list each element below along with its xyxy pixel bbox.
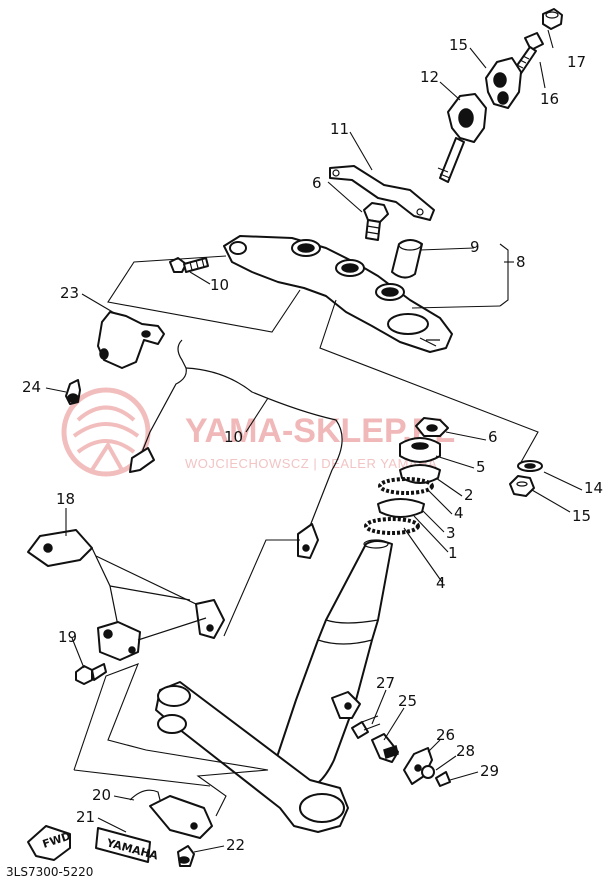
part-21-clip: [129, 789, 161, 801]
callout-13: 12: [420, 68, 439, 86]
callout-4-lower: 4: [436, 574, 446, 592]
watermark-subtitle: WOJCIECHOWSCZ | DEALER YAMAHA: [185, 456, 437, 471]
callout-23: 22: [226, 836, 245, 854]
part-7-bolt: [363, 202, 389, 241]
callout-16: 15: [449, 36, 468, 54]
callout-21: 20: [92, 786, 111, 804]
callout-4-upper: 4: [454, 504, 464, 522]
callout-numbers: 17 16 15 12 11 6 9 8 10 23 24 10 6 5 14 …: [22, 36, 603, 854]
callout-9: 9: [470, 238, 480, 256]
part-10-bolt: [169, 257, 209, 273]
callout-14: 14: [584, 479, 603, 497]
part-4-bearing-balls-lower: [364, 517, 420, 535]
callout-27: 26: [436, 726, 455, 744]
callout-2: 2: [464, 486, 474, 504]
callout-leaders: [45, 29, 583, 853]
callout-7: 6: [312, 174, 322, 192]
callout-22: 21: [76, 808, 95, 826]
part-27-bracket: [403, 747, 433, 785]
callout-15: 15: [572, 507, 591, 525]
callout-12: 11: [330, 120, 349, 138]
callout-25: 24: [22, 378, 41, 396]
assembly-leaders: [73, 255, 539, 817]
callout-30: 29: [480, 762, 499, 780]
part-8-handle-crown: [223, 235, 453, 353]
callout-11: 10: [224, 428, 243, 446]
part-28-bolt: [351, 715, 381, 739]
part-11-cable: [129, 339, 343, 559]
part-14-washer: [517, 460, 543, 472]
part-12-bracket: [329, 165, 435, 221]
callout-26: 25: [398, 692, 417, 710]
yamaha-tag: YAMAHA: [95, 827, 160, 863]
diagram-code: 3LS7300-5220: [6, 865, 93, 879]
part-5-ring-nut: [399, 437, 441, 463]
part-9-damper: [391, 239, 423, 279]
part-steering-stem: [155, 539, 393, 833]
part-19-bracket: [27, 529, 225, 661]
part-16-holder-upper: [485, 57, 522, 109]
part-13-holder-lower: [437, 93, 487, 183]
part-4-bearing-balls-upper: [378, 477, 434, 495]
part-15-nut: [509, 475, 535, 497]
part-24-bracket: [97, 311, 165, 369]
callout-18: 17: [567, 53, 586, 71]
callout-29: 28: [456, 742, 475, 760]
callout-24: 23: [60, 284, 79, 302]
part-22-bracket: [149, 795, 213, 839]
watermark-logo: [61, 387, 151, 477]
part-23-bolt: [177, 845, 195, 867]
fwd-tag: FWD: [27, 825, 72, 861]
watermark: YAMA-SKLEP.PL WOJCIECHOWSCZ | DEALER YAM…: [61, 387, 455, 477]
part-26-lock: [371, 733, 399, 763]
callout-17: 16: [540, 90, 559, 108]
callout-3: 3: [446, 524, 456, 542]
callout-20: 19: [58, 628, 77, 646]
part-20-bolt: [75, 663, 107, 685]
callout-8: 8: [516, 253, 526, 271]
part-30-screw: [435, 771, 451, 787]
callout-10: 10: [210, 276, 229, 294]
part-29-washer: [421, 765, 435, 779]
callout-19: 18: [56, 490, 75, 508]
callout-28: 27: [376, 674, 395, 692]
part-6-washer: [415, 417, 449, 437]
callout-6: 6: [488, 428, 498, 446]
part-18-nut: [542, 8, 563, 30]
callout-5: 5: [476, 458, 486, 476]
part-3-bearing-race-lower: [377, 498, 425, 518]
part-25-bolt: [65, 379, 81, 405]
callout-1: 1: [448, 544, 458, 562]
